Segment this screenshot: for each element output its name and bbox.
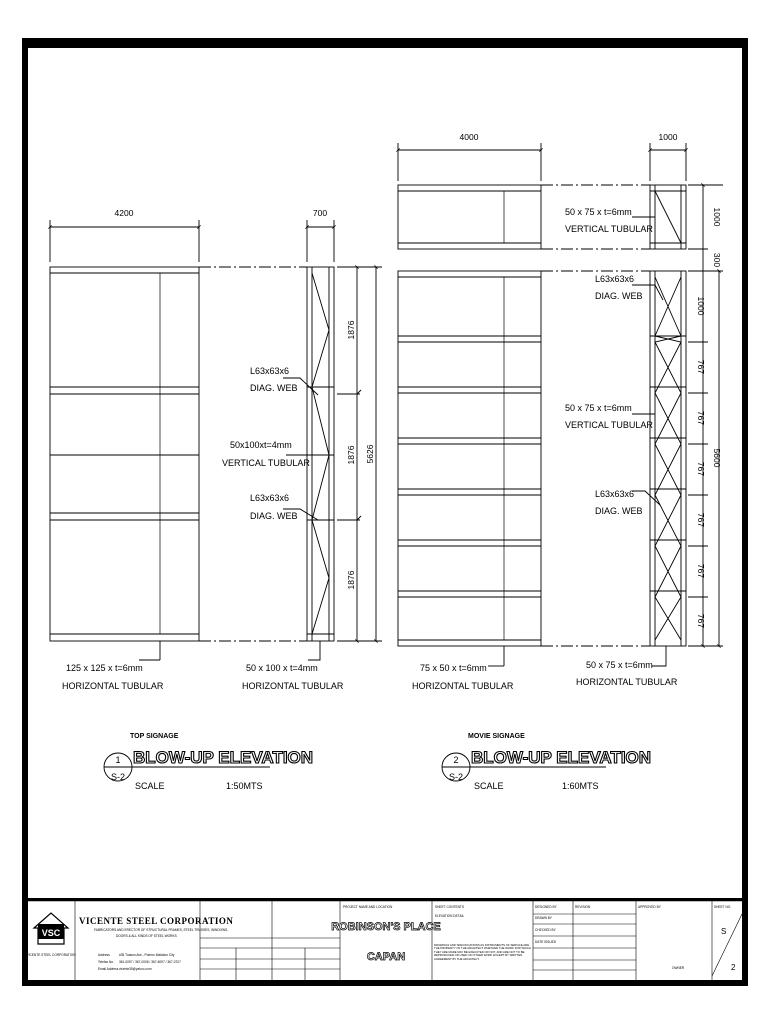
side-dim-2: 1000	[659, 132, 678, 142]
callout-vertical-1-sub: VERTICAL TUBULAR	[222, 458, 310, 468]
scale-value-2: 1:60MTS	[562, 781, 599, 791]
email-value: vicente35@yahoo.com	[119, 967, 152, 971]
drawing-title-2: BLOW-UP ELEVATION	[471, 748, 651, 767]
callout-vertical-2b: 50 x 75 x t=6mm	[565, 403, 632, 413]
logo-caption: VICENTE STEEL CORPORATION	[26, 953, 76, 957]
width-dim-2: 4000	[460, 132, 479, 142]
checked-by-label: CHECKED BY	[535, 928, 557, 932]
drawing-title-1: BLOW-UP ELEVATION	[133, 748, 313, 767]
callout-vertical-1: 50x100xt=4mm	[230, 440, 292, 450]
height-dim-2e: 767	[696, 513, 706, 527]
callout-diag-web-1b: L63x63x6	[250, 493, 289, 503]
height-dim-1c: 1876	[346, 570, 356, 589]
sheet-ref-2: S-2	[449, 772, 463, 782]
project-name: ROBINSON'S PLACE	[331, 921, 441, 933]
revision-label: REVISION	[575, 905, 591, 909]
address-value: #35 Tuason Ave., Potrero Malabon City	[119, 953, 175, 957]
drawing-1-labels: 4200 700 1876 1876 1876 5626 L63x63x6 DI…	[62, 208, 375, 791]
total-height-1: 5626	[365, 444, 375, 463]
scale-label-1: SCALE	[135, 781, 165, 791]
height-dim-2f: 767	[696, 564, 706, 578]
callout-horizontal-2a: 75 x 50 x t=6mm	[420, 663, 487, 673]
approved-label: APPROVED BY	[638, 905, 662, 909]
owner-label: OWNER	[672, 966, 685, 970]
gap-dim-2: 300	[712, 253, 722, 267]
company-logo: VSC VICENTE STEEL CORPORATION	[26, 912, 76, 957]
drawing-movie-signage	[396, 143, 723, 667]
callout-horizontal-2b-sub: HORIZONTAL TUBULAR	[576, 677, 678, 687]
callout-horizontal-2b: 50 x 75 x t=6mm	[586, 660, 653, 670]
callout-diag-web-2a: L63x63x6	[595, 274, 634, 284]
drawing-top-signage	[48, 220, 382, 661]
callout-horizontal-2a-sub: HORIZONTAL TUBULAR	[412, 681, 514, 691]
height-dim-2d: 767	[696, 462, 706, 476]
title-block	[28, 900, 743, 980]
company-name: VICENTE STEEL CORPORATION	[79, 916, 233, 926]
height-dim-1b: 1876	[346, 445, 356, 464]
designed-by-label: DESIGNED BY	[535, 905, 558, 909]
callout-diag-web-2b-sub: DIAG. WEB	[595, 506, 643, 516]
phone-value: 361-0097 / 367-0008 / 367-6097 / 367-070…	[119, 960, 181, 964]
email-label: Email Address	[98, 967, 119, 971]
scale-value-1: 1:50MTS	[226, 781, 263, 791]
drawing-2-labels: 4000 1000 1000 300 1000 767 767 767 767 …	[412, 132, 722, 791]
top-box-dim-2: 1000	[712, 208, 722, 227]
drawn-by-label: DRAWN BY	[535, 916, 553, 920]
copyright-note: DRAWINGS AND SPECIFICATIONS AS INSTRUMEN…	[434, 944, 531, 961]
date-issued-label: DATE ISSUED	[535, 940, 557, 944]
height-dim-2a: 1000	[696, 297, 706, 316]
total-height-2: 5600	[712, 449, 722, 468]
sheet-of-value: 2	[731, 963, 736, 972]
callout-horizontal-1b-sub: HORIZONTAL TUBULAR	[242, 681, 344, 691]
sheet-contents-value: ELEVATION DETAIL	[435, 914, 464, 918]
height-dim-1a: 1876	[346, 320, 356, 339]
callout-diag-web-2b: L63x63x6	[595, 489, 634, 499]
height-dim-2g: 767	[696, 614, 706, 628]
width-dim-1: 4200	[115, 208, 134, 218]
logo-text: VSC	[42, 928, 61, 938]
company-tagline-1: FABRICATORS AND ERECTOR OF STRUCTURAL FR…	[94, 928, 228, 932]
sheet-border	[22, 38, 748, 986]
scale-label-2: SCALE	[474, 781, 504, 791]
caption-1: TOP SIGNAGE	[130, 733, 179, 740]
sheet-ref-1: S-2	[111, 772, 125, 782]
callout-horizontal-1a: 125 x 125 x t=6mm	[66, 663, 143, 673]
callout-diag-web-2a-sub: DIAG. WEB	[595, 291, 643, 301]
callout-diag-web-1a: L63x63x6	[250, 366, 289, 376]
company-info: VICENTE STEEL CORPORATION FABRICATORS AN…	[79, 916, 233, 971]
project-location: CAPAN	[367, 951, 405, 963]
project-label: PROJECT NAME AND LOCATION	[343, 905, 393, 909]
callout-vertical-2a-sub: VERTICAL TUBULAR	[565, 224, 653, 234]
drawing-number-2: 2	[453, 755, 458, 765]
project-info: PROJECT NAME AND LOCATION ROBINSON'S PLA…	[331, 905, 736, 972]
side-dim-1: 700	[313, 208, 327, 218]
sheet-contents-label: SHEET CONTENTS	[435, 905, 464, 909]
caption-2: MOVIE SIGNAGE	[468, 733, 525, 740]
drawing-number-1: 1	[115, 755, 120, 765]
phone-label: Telefax No.	[98, 960, 114, 964]
height-dim-2c: 767	[696, 411, 706, 425]
height-dim-2b: 767	[696, 360, 706, 374]
callout-diag-web-1b-sub: DIAG. WEB	[250, 511, 298, 521]
callout-diag-web-1a-sub: DIAG. WEB	[250, 383, 298, 393]
address-label: Address	[98, 953, 110, 957]
company-tagline-2: DOORS & ALL KINDS OF STEEL WORKS	[116, 934, 177, 938]
sheet-no-value: S	[721, 927, 726, 936]
callout-horizontal-1a-sub: HORIZONTAL TUBULAR	[62, 681, 164, 691]
callout-horizontal-1b: 50 x 100 x t=4mm	[246, 663, 318, 673]
callout-vertical-2a: 50 x 75 x t=6mm	[565, 207, 632, 217]
sheet-no-label: SHEET NO.	[714, 905, 731, 909]
callout-vertical-2b-sub: VERTICAL TUBULAR	[565, 420, 653, 430]
